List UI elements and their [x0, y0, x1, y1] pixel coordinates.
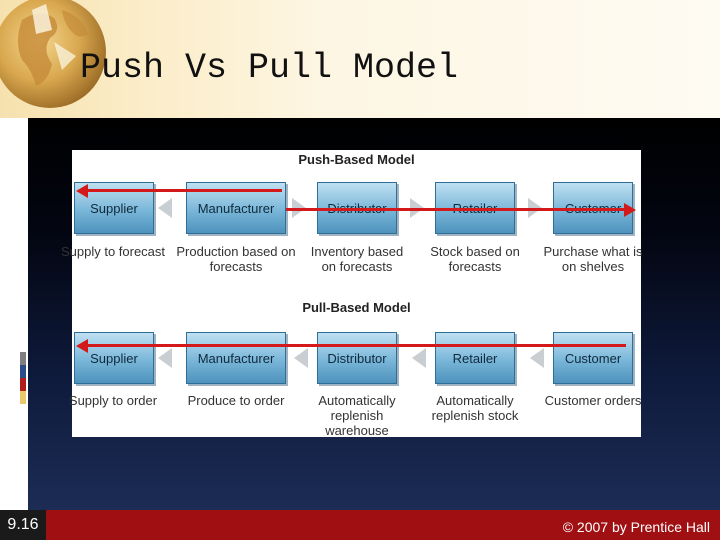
push-manufacturer-description: Production based on forecasts	[176, 244, 296, 274]
pull-manufacturer-description: Produce to order	[187, 393, 285, 408]
pull-backward-arrow-line	[86, 344, 626, 347]
push-distributor-description: Inventory based on forecasts	[310, 244, 404, 274]
chevron-left-icon	[412, 348, 426, 368]
push-retailer-description: Stock based on forecasts	[430, 244, 520, 274]
arrow-right-icon	[624, 203, 636, 217]
chevron-left-icon	[158, 348, 172, 368]
pull-supplier-description: Supply to order	[68, 393, 158, 408]
slide-number: 9.16	[0, 510, 46, 540]
pull-distributor-description: Automatically replenish warehouse	[318, 393, 396, 438]
push-customer-description: Purchase what is on shelves	[543, 244, 643, 274]
arrow-left-icon	[76, 339, 88, 353]
accent-square	[20, 352, 26, 365]
pull-model-heading: Pull-Based Model	[302, 300, 411, 315]
accent-square	[20, 378, 26, 391]
accent-square	[20, 365, 26, 378]
slide-header: Push Vs Pull Model	[0, 0, 720, 118]
pull-manufacturer-box: Manufacturer	[186, 332, 286, 384]
accent-square	[20, 391, 26, 404]
push-model-heading: Push-Based Model	[298, 152, 415, 167]
push-backward-arrow-line	[86, 189, 282, 192]
pull-retailer-box: Retailer	[435, 332, 515, 384]
chevron-left-icon	[294, 348, 308, 368]
push-supplier-description: Supply to forecast	[60, 244, 166, 259]
supply-chain-diagram: Push-Based Model Supplier Manufacturer D…	[61, 150, 643, 438]
globe-icon	[0, 0, 106, 108]
pull-customer-description: Customer orders	[544, 393, 642, 408]
slide-footer	[0, 510, 720, 540]
pull-customer-box: Customer	[553, 332, 633, 384]
copyright-notice: © 2007 by Prentice Hall	[562, 519, 710, 535]
push-forward-arrow-line	[286, 208, 626, 211]
page-title: Push Vs Pull Model	[80, 48, 459, 88]
left-strip	[0, 118, 28, 510]
pull-distributor-box: Distributor	[317, 332, 397, 384]
pull-retailer-description: Automatically replenish stock	[431, 393, 519, 423]
chevron-left-icon	[158, 198, 172, 218]
chevron-left-icon	[530, 348, 544, 368]
arrow-left-icon	[76, 184, 88, 198]
